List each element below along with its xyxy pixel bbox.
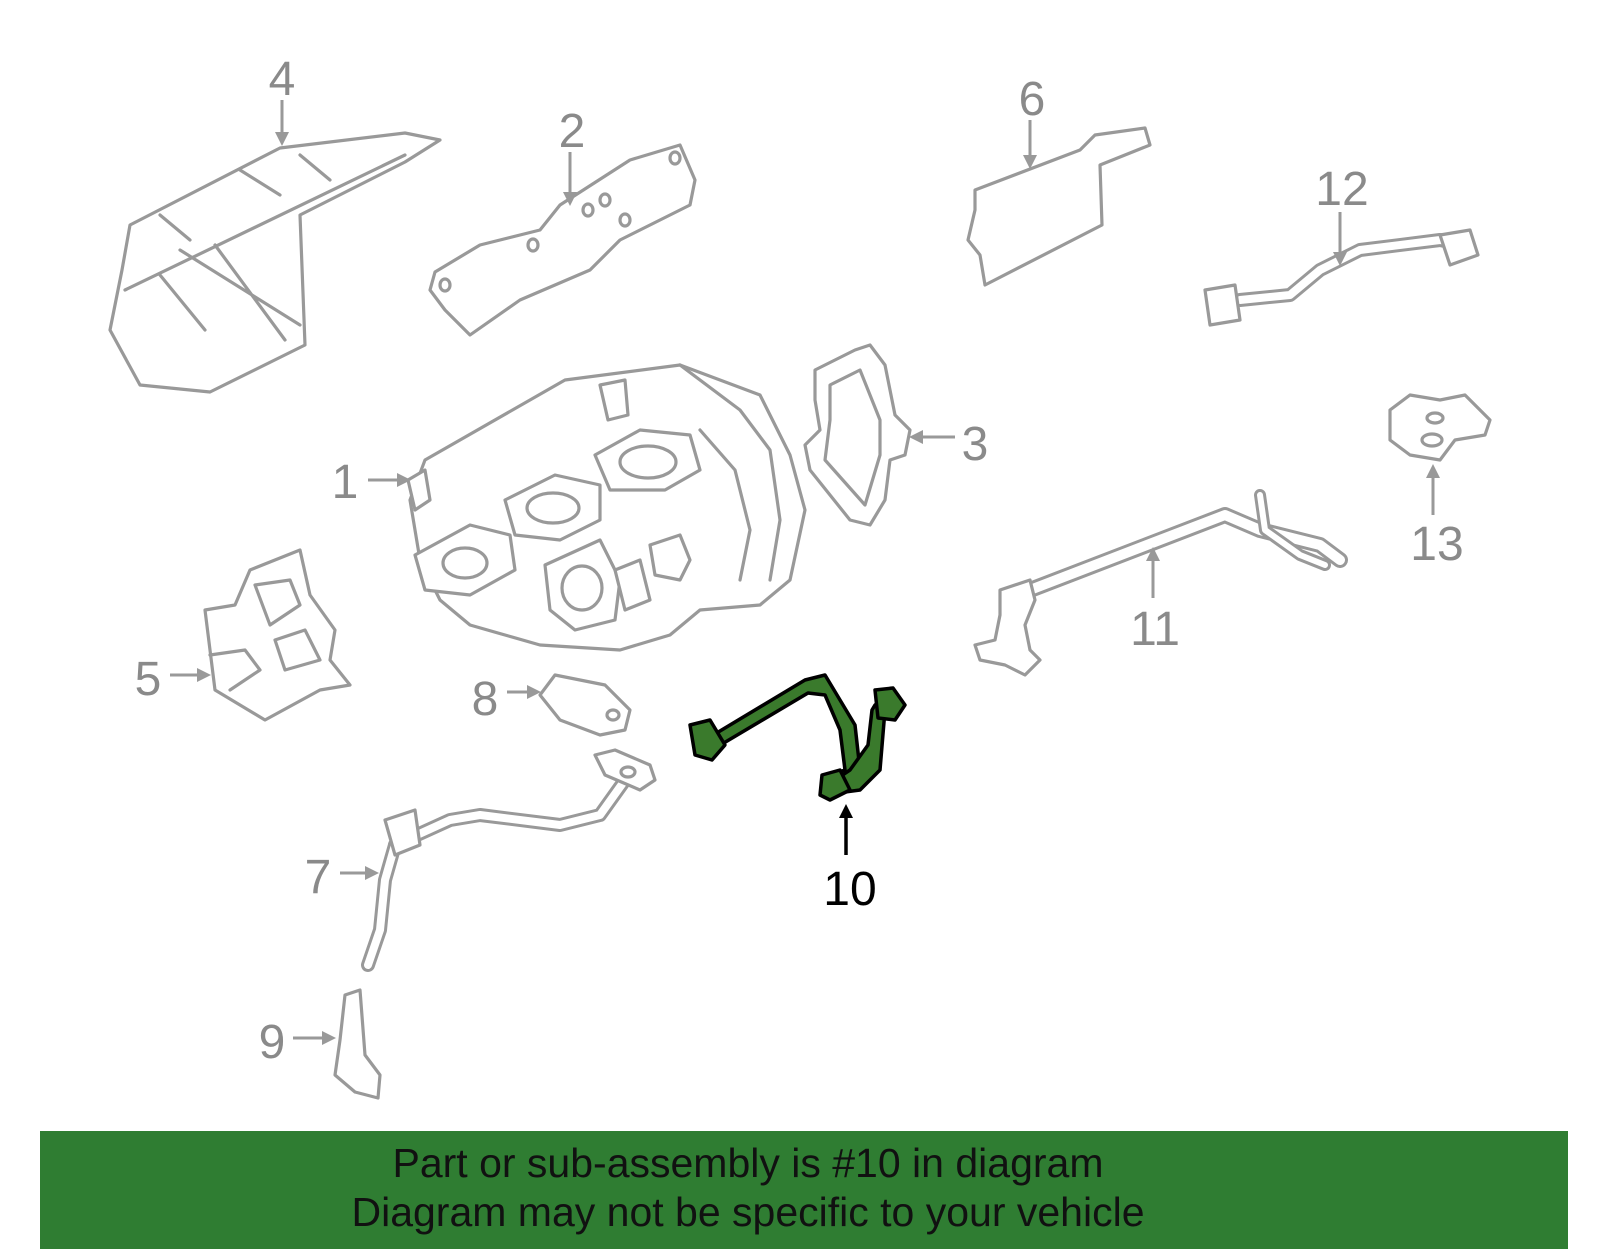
callout-13: 13	[1410, 464, 1464, 571]
callout-8: 8	[472, 673, 541, 726]
part-5-shield[interactable]	[203, 548, 352, 722]
svg-text:9: 9	[259, 1016, 286, 1069]
banner-line-2: Diagram may not be specific to your vehi…	[351, 1189, 1145, 1235]
callout-3: 3	[909, 418, 988, 471]
part-6-plate[interactable]	[966, 126, 1152, 287]
callout-10: 10	[823, 804, 877, 916]
part-10-pipe-highlighted[interactable]	[688, 673, 907, 802]
svg-text:12: 12	[1315, 163, 1368, 216]
svg-text:1: 1	[332, 456, 359, 509]
callout-6: 6	[1019, 73, 1046, 169]
part-9-hose[interactable]	[333, 988, 382, 1100]
part-8-gasket[interactable]	[538, 673, 632, 737]
callout-5: 5	[135, 653, 211, 706]
part-13-bracket[interactable]	[1388, 393, 1492, 462]
part-2-gasket[interactable]	[428, 143, 697, 337]
part-3-gasket[interactable]	[803, 343, 912, 527]
callout-12: 12	[1315, 163, 1369, 266]
part-11-pipe[interactable]	[973, 489, 1348, 677]
svg-text:3: 3	[962, 418, 989, 471]
callout-9: 9	[259, 1016, 336, 1069]
callout-7: 7	[305, 851, 379, 904]
svg-text:4: 4	[269, 53, 296, 106]
svg-text:2: 2	[559, 105, 586, 158]
parts-diagram: 4 2 6 12 3	[108, 53, 1492, 1100]
callout-2: 2	[559, 105, 586, 206]
part-1-turbocharger[interactable]	[406, 363, 807, 652]
info-banner: Part or sub-assembly is #10 in diagram D…	[40, 1131, 1568, 1249]
svg-text:5: 5	[135, 653, 162, 706]
banner-line-1: Part or sub-assembly is #10 in diagram	[392, 1140, 1104, 1186]
callout-1: 1	[332, 456, 411, 509]
svg-text:7: 7	[305, 851, 332, 904]
svg-text:11: 11	[1130, 603, 1180, 656]
part-7-pipe[interactable]	[361, 748, 657, 972]
svg-text:10: 10	[823, 863, 876, 916]
svg-text:6: 6	[1019, 73, 1046, 126]
svg-text:13: 13	[1410, 518, 1463, 571]
callout-4: 4	[269, 53, 296, 146]
callout-11: 11	[1130, 547, 1180, 656]
part-4-heat-shield[interactable]	[108, 131, 442, 394]
svg-text:8: 8	[472, 673, 499, 726]
